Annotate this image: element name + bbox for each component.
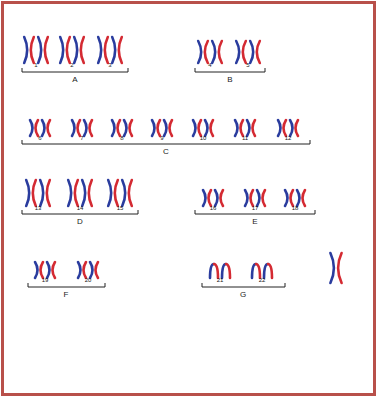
chromosome-number: 14	[77, 205, 84, 211]
group-letter: E	[252, 218, 257, 226]
chromosome-number: 2	[70, 62, 73, 68]
chromosome-number: 20	[85, 277, 92, 283]
chromosome-number: 18	[292, 205, 299, 211]
chromosome-number: 11	[242, 135, 248, 141]
chromosome-number: 10	[200, 135, 207, 141]
chromosome-number: 15	[117, 205, 124, 211]
group-letter: D	[77, 218, 83, 226]
chromosome-number: 7	[80, 135, 83, 141]
chromosome-number: 19	[42, 277, 49, 283]
chromosomes	[24, 37, 341, 283]
chromosome-number: 5	[246, 62, 249, 68]
chromosome-number: 12	[285, 135, 292, 141]
chromosome-number: 17	[252, 205, 259, 211]
chromosome-number: 8	[120, 135, 123, 141]
chromosome-number: 6	[38, 135, 41, 141]
chromosome-number: 9	[160, 135, 163, 141]
chromosome-number: 21	[217, 277, 224, 283]
chromosome-number: 16	[210, 205, 217, 211]
group-brackets	[22, 68, 315, 287]
chromosome-number: 22	[259, 277, 266, 283]
chromosome-number: 1	[34, 62, 37, 68]
chromosome-number: 3	[108, 62, 111, 68]
group-letter: B	[227, 76, 232, 84]
chromosome-number: 13	[35, 205, 42, 211]
group-letter: A	[72, 76, 77, 84]
group-letter: C	[163, 148, 169, 156]
chromosome-number: 4	[208, 62, 211, 68]
frame	[3, 3, 375, 395]
group-letter: F	[64, 291, 69, 299]
group-letter: G	[240, 291, 246, 299]
